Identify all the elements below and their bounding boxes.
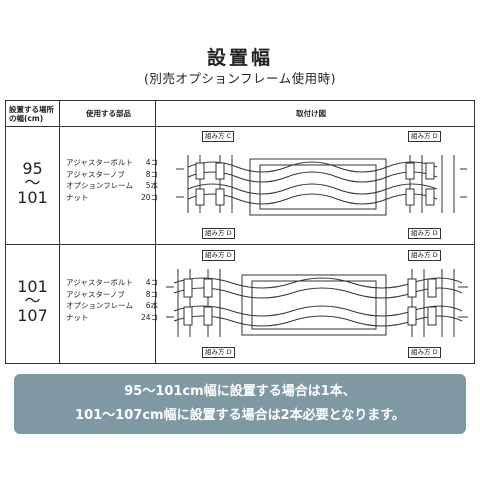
gate-diagram-1 — [176, 155, 467, 216]
banner-line-2: 101〜107cm幅に設置する場合は2本必要となります。 — [75, 408, 405, 423]
row2-width: 101 〜 107 — [17, 277, 48, 325]
label-assembly: 組み方 D — [408, 347, 441, 358]
label-assembly: 組み方 C — [202, 131, 235, 142]
label-assembly: 組み方 D — [408, 131, 441, 142]
installation-width-table: 設置する場所 の幅(cm) 使用する部品 取付け図 95 〜 101 アジャスタ… — [5, 100, 475, 364]
label-assembly: 組み方 D — [408, 250, 441, 261]
info-banner: 95〜101cm幅に設置する場合は1本、 101〜107cm幅に設置する場合は2… — [14, 374, 466, 434]
banner-line-1: 95〜101cm幅に設置する場合は1本、 — [124, 384, 356, 399]
label-assembly: 組み方 D — [202, 228, 235, 239]
label-assembly: 組み方 D — [202, 347, 235, 358]
row1-width: 95 〜 101 — [17, 159, 48, 207]
gate-diagram-2 — [166, 269, 468, 337]
header-location: 設置する場所 の幅(cm) — [9, 105, 54, 123]
label-assembly: 組み方 D — [202, 250, 235, 261]
label-assembly: 組み方 D — [408, 228, 441, 239]
header-diagram: 取付け図 — [296, 109, 326, 118]
page-subtitle: (別売オプションフレーム使用時) — [143, 71, 336, 86]
row2-mounting-diagram: 組み方 D 組み方 D 組み方 D 組み方 D — [162, 247, 472, 361]
page-title: 設置幅 — [206, 47, 273, 69]
row1-mounting-diagram: 組み方 C 組み方 D 組み方 D 組み方 D — [162, 129, 472, 241]
header-parts: 使用する部品 — [86, 109, 131, 118]
